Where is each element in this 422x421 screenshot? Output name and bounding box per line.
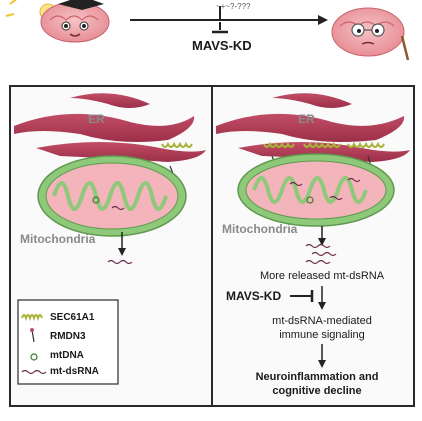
- mt-dsrna-squiggle-icon: [21, 369, 47, 375]
- right-mito-label: Mitochondria: [222, 222, 298, 236]
- smart-brain-icon: [5, 0, 110, 43]
- right-release-arrowhead: [318, 238, 326, 246]
- left-er-icon: [14, 93, 206, 162]
- left-mt-dsrna-icon: [107, 259, 133, 265]
- right-er-label: ER: [298, 112, 315, 126]
- left-mito-label: Mitochondria: [20, 232, 96, 246]
- legend-label-mt-dsrna: mt-dsRNA: [50, 366, 99, 377]
- top-inhibition-arrow: [130, 6, 328, 34]
- top-confused-glyphs: ~+~?-???: [216, 2, 251, 11]
- confused-brain-icon: [331, 7, 410, 61]
- step-immune-signaling: mt-dsRNA-mediated immune signaling: [272, 315, 372, 341]
- top-mavs-kd-label: MAVS-KD: [192, 38, 252, 53]
- legend-label-sec61a1: SEC61A1: [50, 312, 95, 323]
- right-mavs-kd-label: MAVS-KD: [226, 289, 282, 303]
- outcome-neuroinflammation: Neuroinflammation and cognitive decline: [255, 371, 379, 397]
- left-mitochondrion-icon: [37, 155, 187, 237]
- mtdna-ring-icon: [30, 353, 38, 361]
- right-mitochondrion-icon: [237, 153, 395, 227]
- mavs-kd-inhibition-bar: [290, 290, 314, 302]
- left-release-arrowhead: [118, 248, 126, 256]
- left-er-label: ER: [88, 112, 105, 126]
- step2-arrowhead: [318, 360, 326, 368]
- right-mt-dsrna-cluster-icon: [305, 243, 337, 265]
- legend-label-rmdn3: RMDN3: [50, 331, 86, 342]
- step1-arrowhead: [318, 302, 326, 310]
- sec61a1-coil-icon: [21, 314, 43, 322]
- step-released-mt-dsrna: More released mt-dsRNA: [259, 270, 385, 282]
- rmdn3-pin-icon: [30, 328, 35, 343]
- legend-box: [17, 299, 119, 385]
- legend-label-mtdna: mtDNA: [50, 350, 84, 361]
